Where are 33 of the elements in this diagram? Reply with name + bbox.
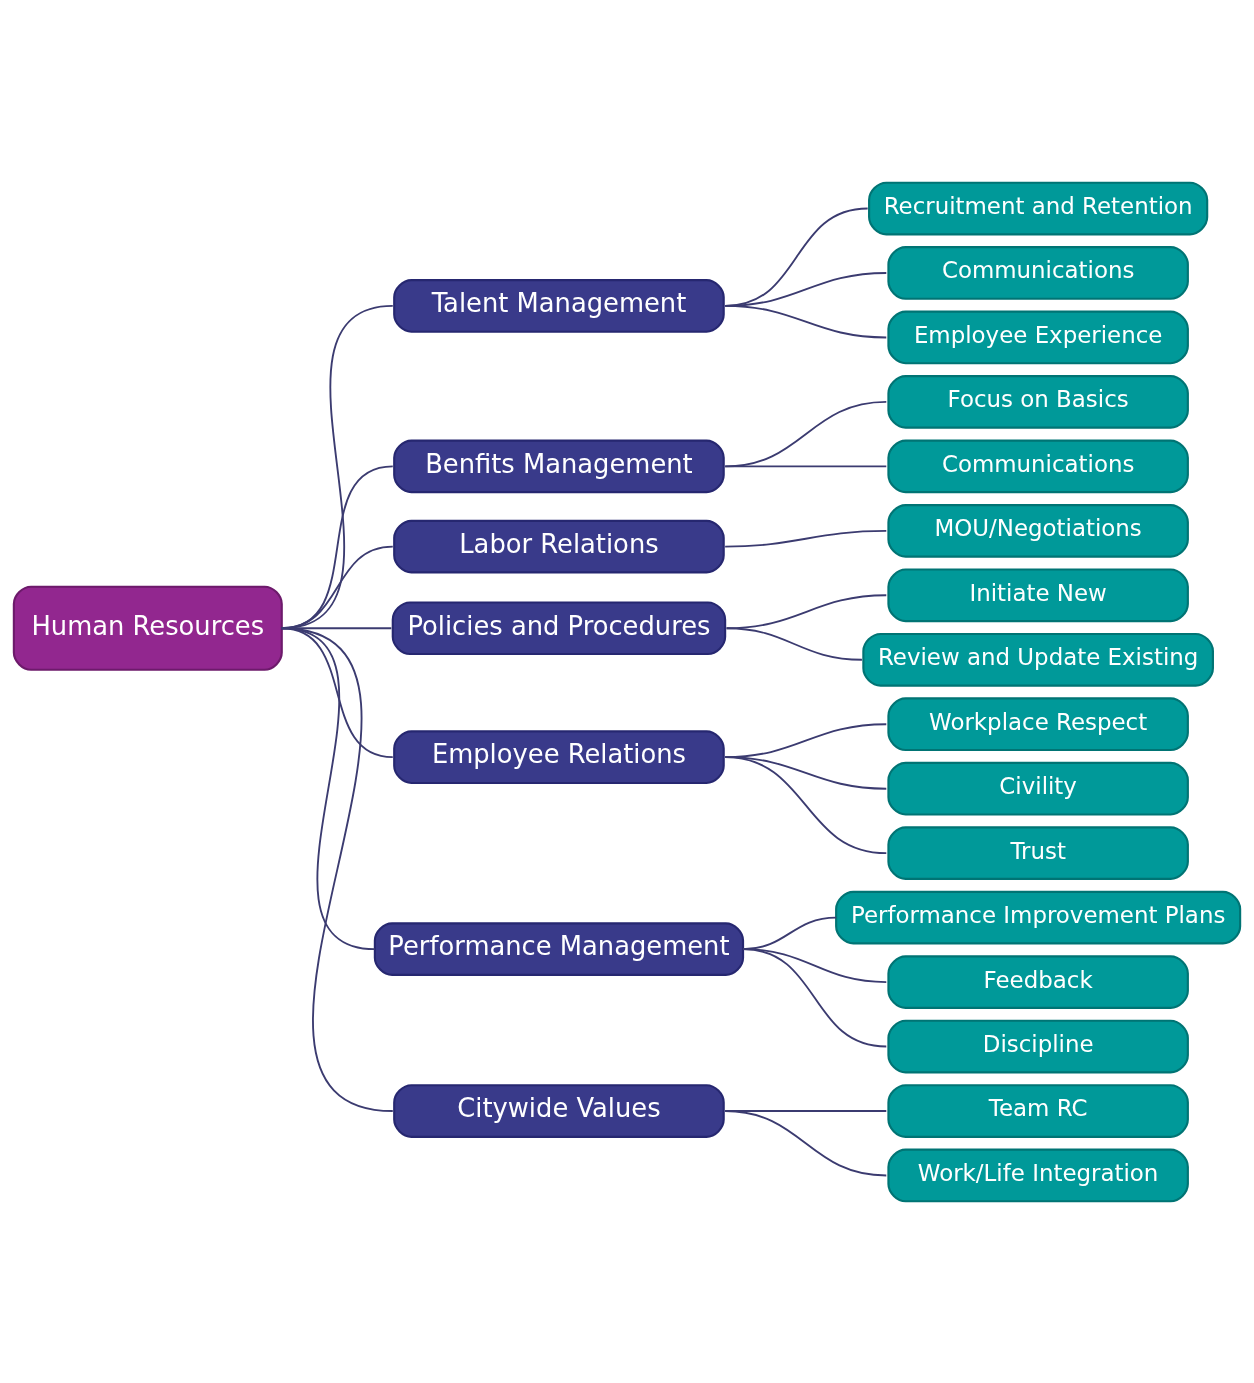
node-box: Feedback — [887, 954, 1189, 1009]
connector — [724, 1109, 888, 1176]
node-box: Employee Experience — [887, 310, 1189, 364]
node-box: Performance Improvement Plans — [835, 890, 1242, 944]
connector — [724, 304, 888, 338]
node-box: Review and Update Existing — [862, 632, 1214, 687]
node-box: MOU/Negotiations — [887, 503, 1189, 558]
node-box: Communications — [887, 245, 1189, 300]
connector — [280, 626, 394, 1112]
node-box: Workplace Respect — [887, 696, 1189, 751]
node-box: Talent Management — [393, 278, 725, 333]
node-box: Recruitment and Retention — [868, 181, 1209, 235]
connector — [724, 400, 888, 467]
node-box: Benfits Management — [393, 439, 725, 493]
connector — [724, 529, 888, 548]
node-box: Discipline — [887, 1019, 1189, 1073]
node-box: Team RC — [887, 1083, 1189, 1138]
connector — [724, 755, 888, 854]
connector — [742, 947, 888, 1047]
node-box: Work/Life Integration — [887, 1148, 1189, 1202]
node-box: Policies and Procedures — [391, 600, 727, 655]
node-box: Citywide Values — [393, 1083, 725, 1138]
node-box: Communications — [887, 439, 1189, 493]
connector — [724, 464, 888, 467]
connector — [725, 626, 863, 661]
node-box: Trust — [887, 825, 1189, 880]
node-box: Labor Relations — [393, 519, 725, 573]
node-box: Initiate New — [887, 567, 1189, 622]
node-box: Focus on Basics — [887, 374, 1189, 429]
node-box: Performance Management — [373, 921, 745, 976]
node-box: Employee Relations — [393, 729, 725, 784]
node-box: Civility — [887, 761, 1189, 816]
node-box: Human Resources — [12, 585, 283, 671]
